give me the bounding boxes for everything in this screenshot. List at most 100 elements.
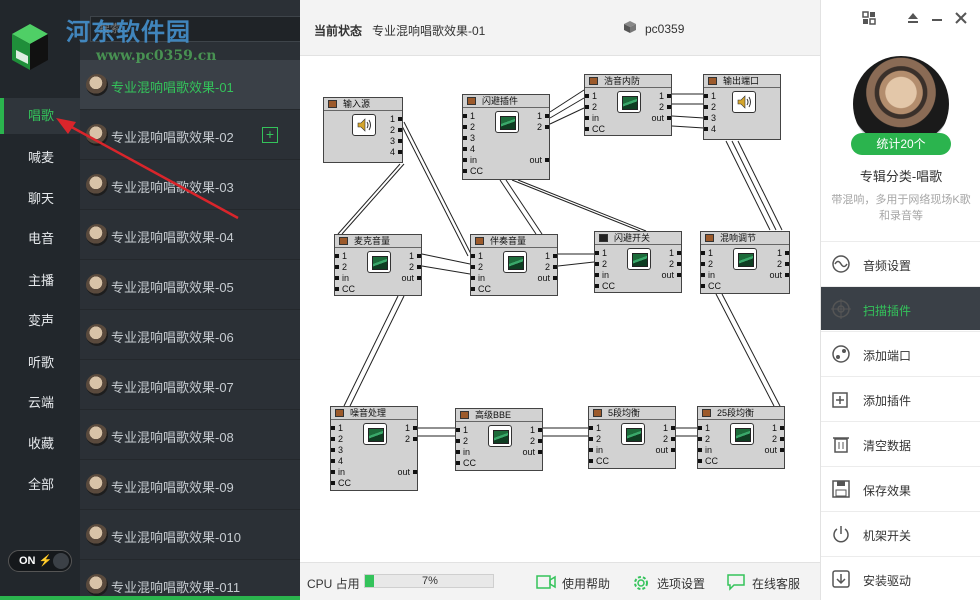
port-out-3[interactable]: 3	[390, 136, 402, 146]
port-in[interactable]: in	[471, 273, 485, 283]
port-out[interactable]: out	[397, 467, 417, 477]
preset-item[interactable]: 专业混响唱歌效果-011	[80, 560, 300, 600]
port-out[interactable]: out	[661, 270, 681, 280]
module-eq-25-band[interactable]: 25段均衡 1 2 in CC 1 2 out	[697, 406, 785, 469]
port-in-3[interactable]: 3	[463, 133, 475, 143]
port-out-1[interactable]: 1	[663, 423, 675, 433]
category-shout[interactable]: 喊麦	[28, 150, 55, 165]
module-flash-switch[interactable]: 闪避开关 1 2 in CC 1 2 out	[594, 231, 682, 293]
preset-item[interactable]: 专业混响唱歌效果-01	[80, 60, 300, 110]
port-out-1[interactable]: 1	[669, 248, 681, 258]
add-preset-button[interactable]: +	[262, 127, 278, 143]
category-all[interactable]: 全部	[28, 477, 55, 492]
port-out-2[interactable]: 2	[530, 436, 542, 446]
module-flash-plugin[interactable]: 闪避插件 1 2 3 4 in CC 1 2 out	[462, 94, 550, 180]
menu-install-driver[interactable]: 安装驱动	[821, 556, 980, 600]
layout-icon[interactable]	[861, 10, 877, 26]
preset-item[interactable]: 专业混响唱歌效果-08	[80, 410, 300, 460]
menu-clear-data[interactable]: 清空数据	[821, 421, 980, 465]
module-input-source[interactable]: 输入源 1 2 3 4	[323, 97, 403, 163]
port-out[interactable]: out	[655, 445, 675, 455]
port-in[interactable]: in	[595, 270, 609, 280]
port-cc[interactable]: CC	[331, 478, 351, 488]
preset-item[interactable]: 专业混响唱歌效果-03	[80, 160, 300, 210]
module-mic-volume[interactable]: 麦克音量 1 2 in CC 1 2 out	[334, 234, 422, 296]
port-in-1[interactable]: 1	[456, 425, 468, 435]
port-out-2[interactable]: 2	[663, 434, 675, 444]
port-out-2[interactable]: 2	[409, 262, 421, 272]
port-out-4[interactable]: 4	[390, 147, 402, 157]
help-button[interactable]: 使用帮助	[536, 573, 616, 591]
menu-audio-settings[interactable]: 音频设置	[821, 241, 980, 285]
power-toggle[interactable]: ON ⚡	[8, 550, 72, 572]
port-in-4[interactable]: 4	[331, 456, 343, 466]
minimize-icon[interactable]	[929, 10, 945, 26]
preset-item[interactable]: 专业混响唱歌效果-06	[80, 310, 300, 360]
category-sing[interactable]: 唱歌	[0, 98, 80, 134]
category-electronic[interactable]: 电音	[28, 231, 55, 246]
menu-add-port[interactable]: 添加端口	[821, 331, 980, 375]
port-out-1[interactable]: 1	[659, 91, 671, 101]
port-out[interactable]: out	[401, 273, 421, 283]
category-anchor[interactable]: 主播	[28, 273, 55, 288]
port-in-4[interactable]: 4	[704, 124, 716, 134]
port-in-2[interactable]: 2	[701, 259, 713, 269]
preset-item[interactable]: 专业混响唱歌效果-05	[80, 260, 300, 310]
eject-icon[interactable]	[905, 10, 921, 26]
preset-item[interactable]: 专业混响唱歌效果-02+	[80, 110, 300, 160]
port-out[interactable]: out	[651, 113, 671, 123]
port-out[interactable]: out	[522, 447, 542, 457]
port-out-2[interactable]: 2	[537, 122, 549, 132]
port-in-2[interactable]: 2	[589, 434, 601, 444]
category-cloud[interactable]: 云端	[28, 395, 55, 410]
port-out-1[interactable]: 1	[545, 251, 557, 261]
port-in[interactable]: in	[589, 445, 603, 455]
port-in-2[interactable]: 2	[698, 434, 710, 444]
port-in[interactable]: in	[463, 155, 477, 165]
plugin-canvas[interactable]: 输入源 1 2 3 4 闪避插件 1 2 3 4 in CC 1 2 out 浩…	[300, 56, 820, 562]
port-in-2[interactable]: 2	[595, 259, 607, 269]
port-in-1[interactable]: 1	[704, 91, 716, 101]
module-advanced-bbe[interactable]: 高级BBE 1 2 in CC 1 2 out	[455, 408, 543, 471]
port-in-1[interactable]: 1	[589, 423, 601, 433]
port-out[interactable]: out	[537, 273, 557, 283]
port-out-2[interactable]: 2	[659, 102, 671, 112]
port-out[interactable]: out	[764, 445, 784, 455]
module-noise-process[interactable]: 噪音处理 1 2 3 4 in CC 1 2 out	[330, 406, 418, 491]
menu-rack-switch[interactable]: 机架开关	[821, 511, 980, 555]
support-button[interactable]: 在线客服	[726, 573, 806, 591]
port-out-1[interactable]: 1	[390, 114, 402, 124]
port-in[interactable]: in	[456, 447, 470, 457]
port-out-1[interactable]: 1	[537, 111, 549, 121]
menu-save-effect[interactable]: 保存效果	[821, 466, 980, 510]
module-accompaniment-volume[interactable]: 伴奏音量 1 2 in CC 1 2 out	[470, 234, 558, 296]
module-eq-5-band[interactable]: 5段均衡 1 2 in CC 1 2 out	[588, 406, 676, 469]
port-in[interactable]: in	[331, 467, 345, 477]
port-in-2[interactable]: 2	[456, 436, 468, 446]
port-in[interactable]: in	[585, 113, 599, 123]
port-in-2[interactable]: 2	[335, 262, 347, 272]
port-cc[interactable]: CC	[698, 456, 718, 466]
module-output-port[interactable]: 输出端口 1 2 3 4	[703, 74, 781, 140]
preset-item[interactable]: 专业混响唱歌效果-010	[80, 510, 300, 560]
preset-item[interactable]: 专业混响唱歌效果-04	[80, 210, 300, 260]
port-out-2[interactable]: 2	[390, 125, 402, 135]
category-chat[interactable]: 聊天	[28, 191, 55, 206]
port-cc[interactable]: CC	[463, 166, 483, 176]
close-icon[interactable]	[953, 10, 969, 26]
port-out[interactable]: out	[769, 270, 789, 280]
options-button[interactable]: 选项设置	[631, 573, 711, 591]
port-in-1[interactable]: 1	[463, 111, 475, 121]
menu-add-plugin[interactable]: 添加插件	[821, 376, 980, 420]
port-out-1[interactable]: 1	[405, 423, 417, 433]
port-in-2[interactable]: 2	[585, 102, 597, 112]
port-in-2[interactable]: 2	[331, 434, 343, 444]
port-out[interactable]: out	[529, 155, 549, 165]
preset-item[interactable]: 专业混响唱歌效果-09	[80, 460, 300, 510]
module-mix-adjust[interactable]: 混响调节 1 2 in CC 1 2 out	[700, 231, 790, 294]
port-in-2[interactable]: 2	[463, 122, 475, 132]
category-listen[interactable]: 听歌	[28, 355, 55, 370]
port-out-1[interactable]: 1	[409, 251, 421, 261]
port-in-2[interactable]: 2	[704, 102, 716, 112]
port-cc[interactable]: CC	[335, 284, 355, 294]
